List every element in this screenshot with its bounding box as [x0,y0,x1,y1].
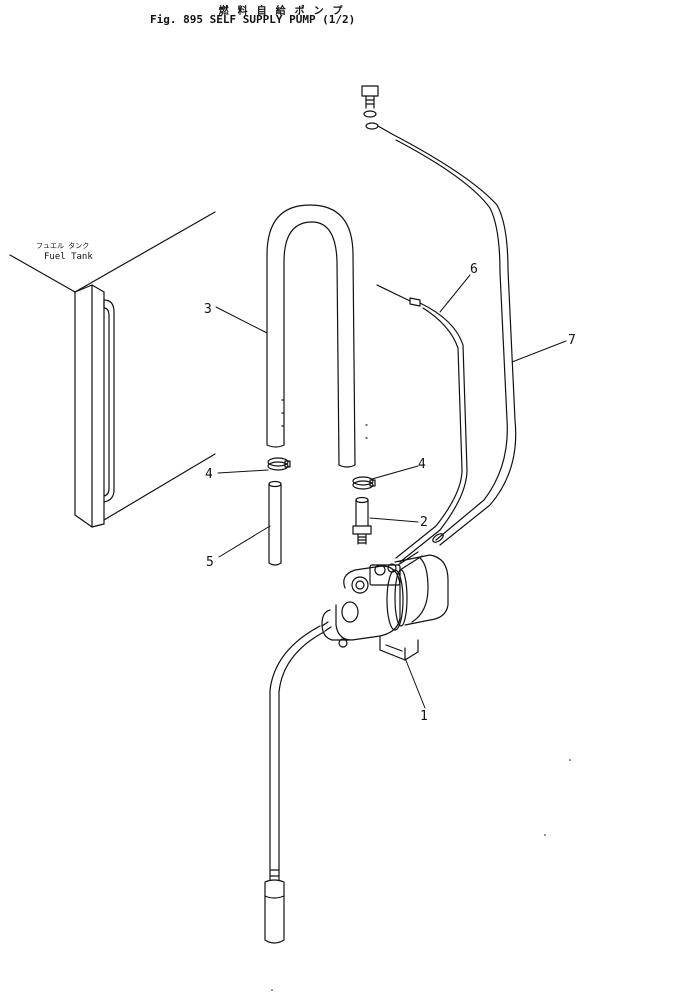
callout-4-left: 4 [205,467,213,482]
self-supply-pump [321,551,449,661]
fuel-tank [9,211,216,528]
leader-lines [215,274,567,709]
fuel-tank-label-jp: フュエル タンク [36,241,89,250]
nipple [352,496,372,545]
hose-clamp-right [352,476,376,490]
wire-harness [376,284,468,563]
callout-3: 3 [204,302,212,317]
hose-clamp-left [267,457,291,471]
callout-4-right: 4 [418,457,426,472]
diagram-title: Fig. 895 SELF SUPPLY PUMP (1/2) [150,13,356,26]
callout-2: 2 [420,515,428,530]
callout-6: 6 [470,262,478,277]
callout-7: 7 [568,333,576,348]
pipe [268,480,282,566]
ground-wire [361,85,517,546]
fuel-tank-label: Fuel Tank [44,252,93,262]
suction-hose [264,621,332,944]
diagram-title-japanese: 燃料自給ポンプ [218,6,352,17]
callout-5: 5 [206,555,214,570]
u-hose [266,204,368,468]
callout-1: 1 [420,709,428,724]
